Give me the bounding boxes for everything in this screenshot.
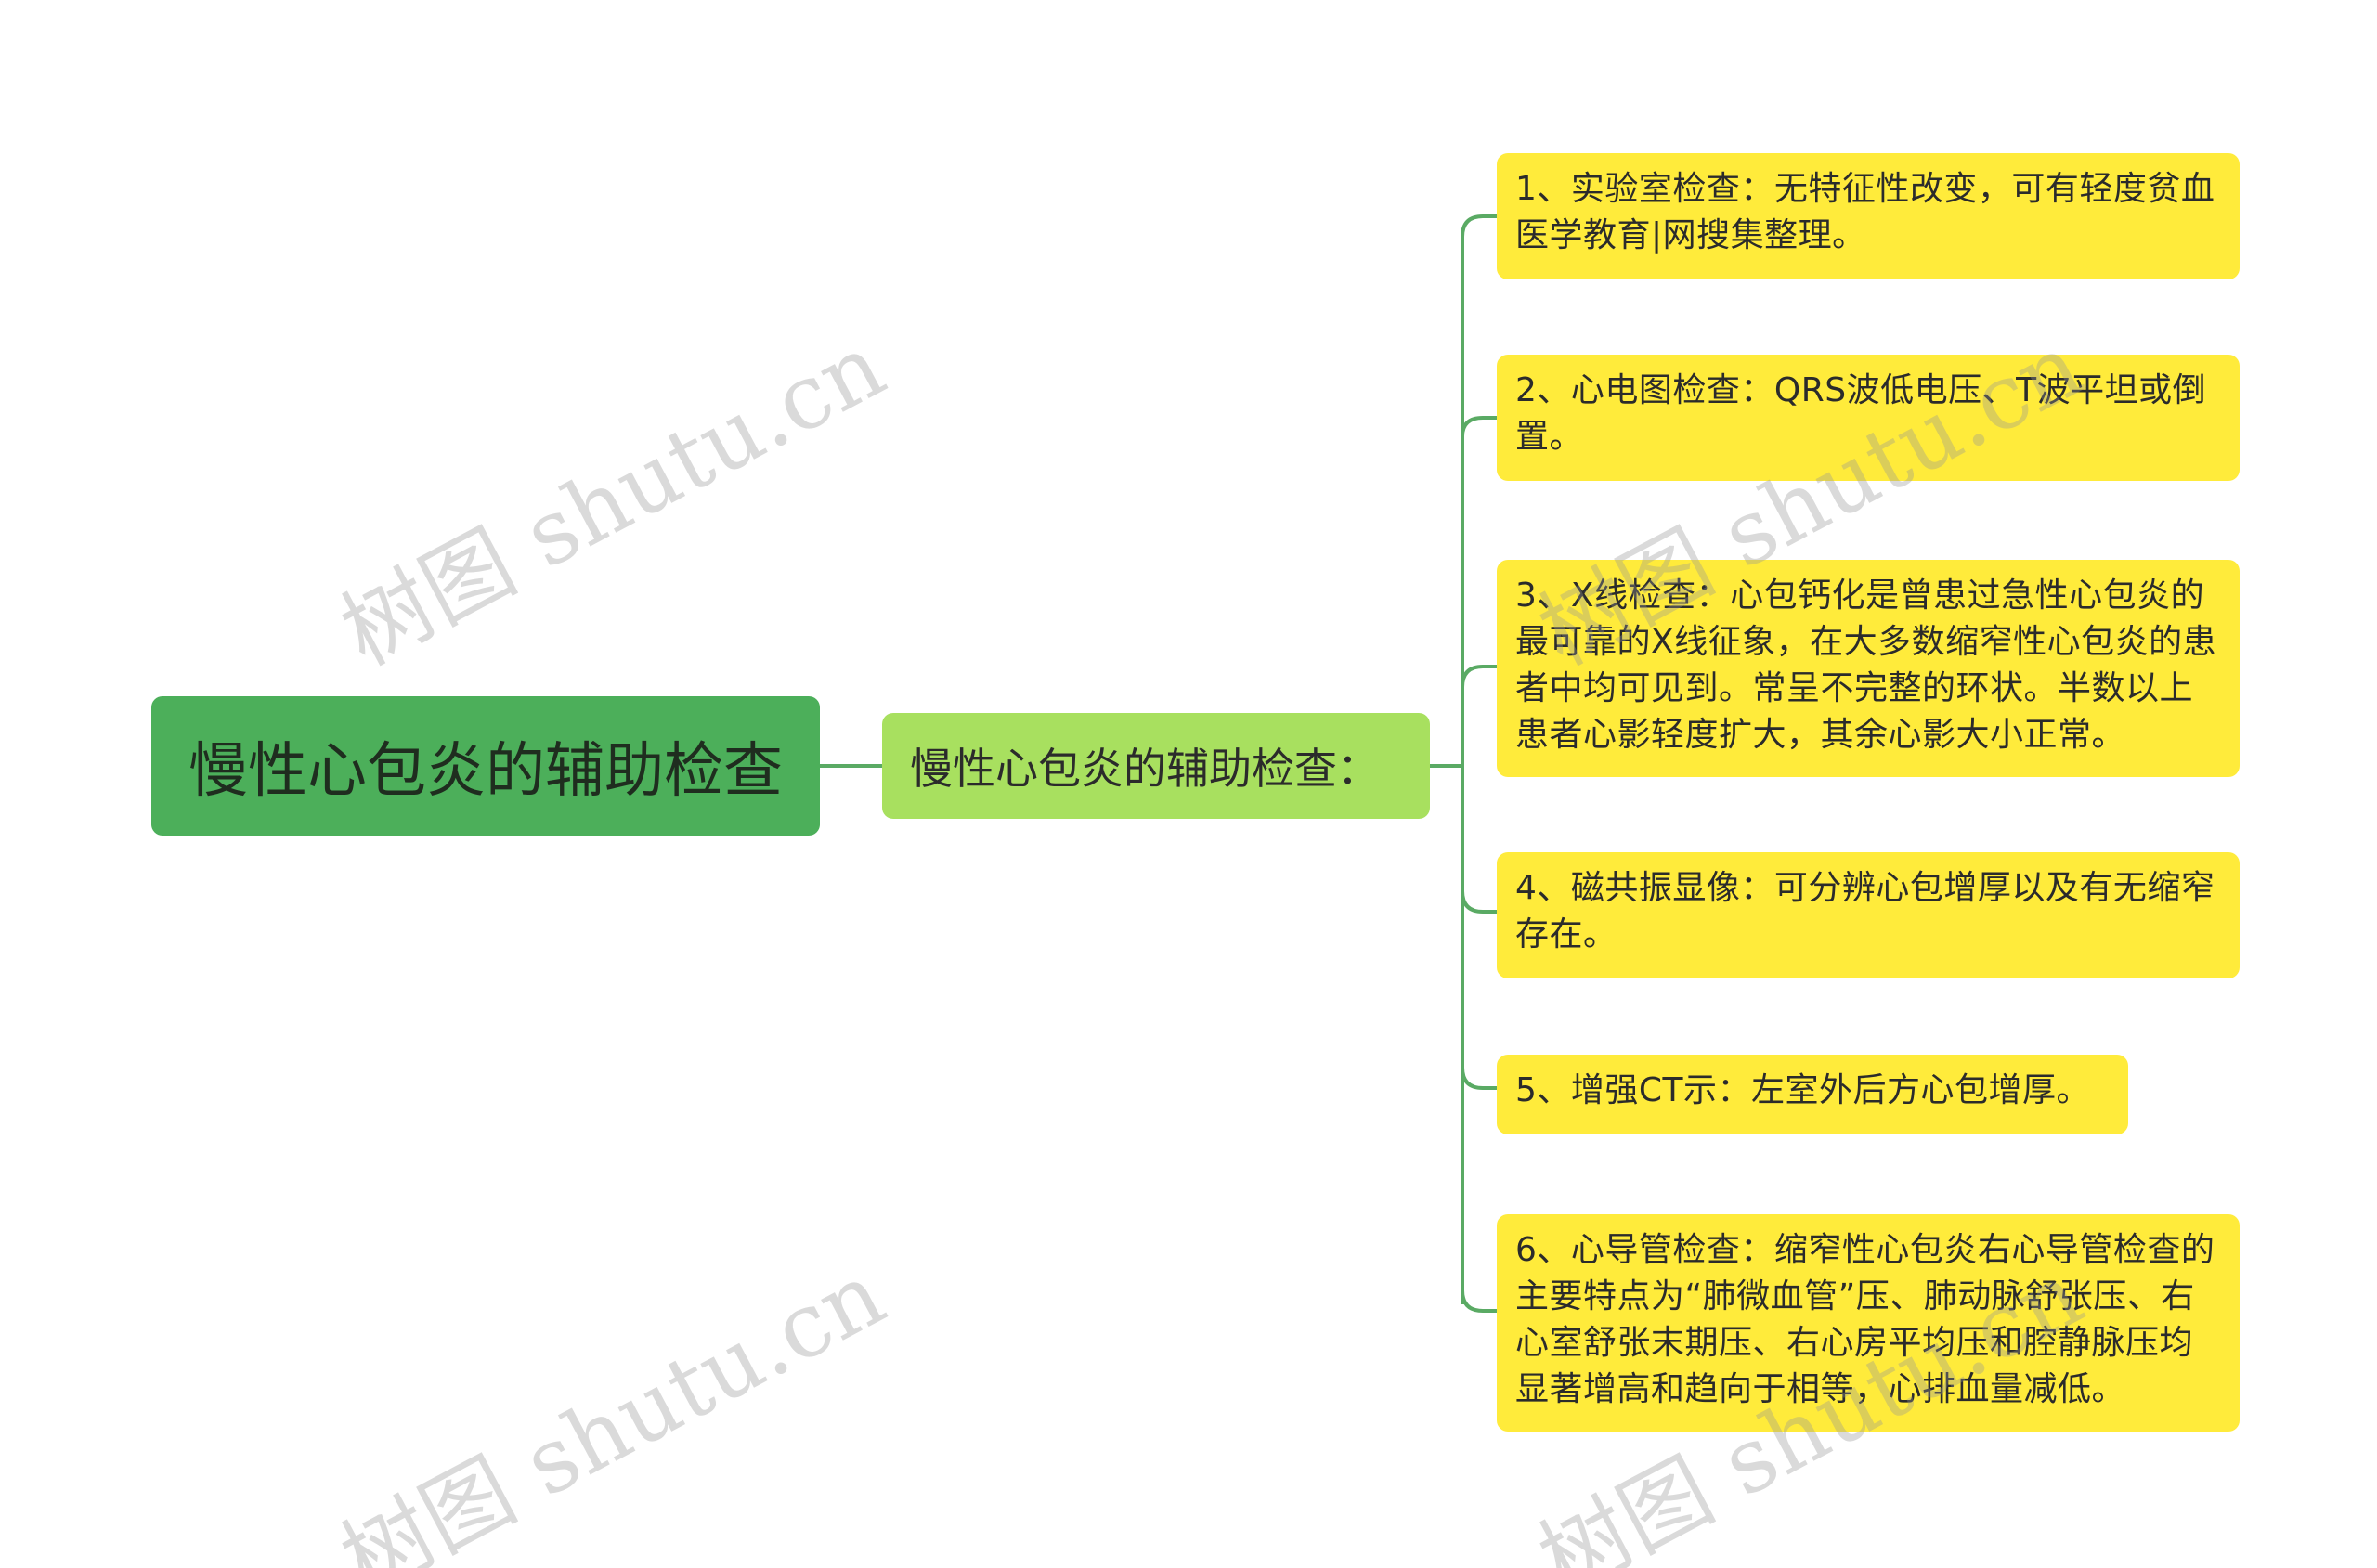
elbow-2 xyxy=(1461,416,1497,437)
root-topic[interactable]: 慢性心包炎的辅助检查 xyxy=(151,696,820,836)
leaf-item-2[interactable]: 2、心电图检查：QRS波低电压、T波平坦或倒置。 xyxy=(1497,355,2240,481)
leaf-item-3[interactable]: 3、X线检查：心包钙化是曾患过急性心包炎的最可靠的X线征象，在大多数缩窄性心包炎… xyxy=(1497,560,2240,777)
elbow-5 xyxy=(1461,1067,1497,1090)
branch-topic[interactable]: 慢性心包炎的辅助检查： xyxy=(882,713,1430,819)
leaf-item-1[interactable]: 1、实验室检查：无特征性改变，可有轻度贫血医学教育|网搜集整理。 xyxy=(1497,153,2240,279)
leaf-item-6[interactable]: 6、心导管检查：缩窄性心包炎右心导管检查的主要特点为“肺微血管”压、肺动脉舒张压… xyxy=(1497,1214,2240,1432)
leaf-item-5[interactable]: 5、增强CT示：左室外后方心包增厚。 xyxy=(1497,1055,2128,1134)
elbow-6 xyxy=(1461,1289,1497,1313)
elbow-4 xyxy=(1461,890,1497,914)
leaf-item-4[interactable]: 4、磁共振显像：可分辨心包增厚以及有无缩窄存在。 xyxy=(1497,852,2240,978)
elbow-1 xyxy=(1461,214,1497,238)
elbow-3 xyxy=(1461,665,1497,688)
